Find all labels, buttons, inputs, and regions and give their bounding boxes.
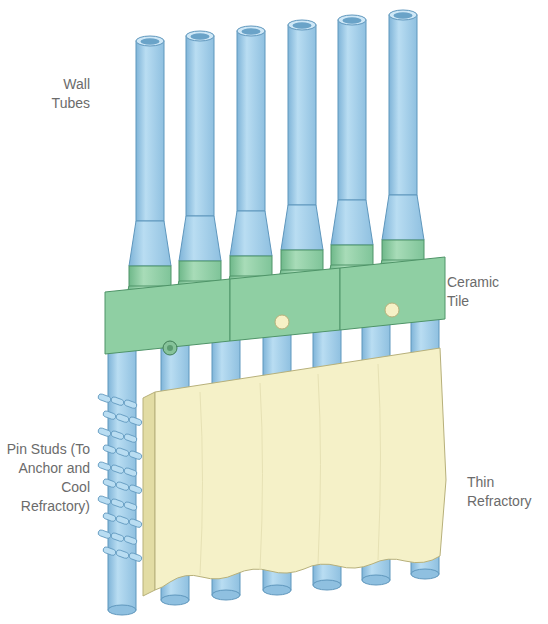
refractory-edge bbox=[143, 392, 155, 596]
pin-stud bbox=[123, 501, 137, 511]
tile-bolt bbox=[163, 341, 177, 355]
pin-stud bbox=[115, 447, 129, 457]
pin-stud bbox=[123, 535, 137, 545]
pin-stud bbox=[102, 410, 116, 420]
part-label: Wall Tubes bbox=[40, 75, 90, 113]
part-label: Pin Studs (To Anchor and Cool Refractory… bbox=[6, 440, 90, 516]
pin-stud bbox=[110, 396, 124, 406]
ceramic-tile bbox=[340, 257, 445, 330]
pin-stud bbox=[102, 478, 116, 488]
pin-stud bbox=[97, 461, 111, 471]
part-label: Ceramic Tile bbox=[447, 273, 507, 311]
pin-studs bbox=[97, 393, 142, 562]
pin-stud bbox=[97, 495, 111, 505]
pin-stud bbox=[123, 433, 137, 443]
pin-stud bbox=[102, 512, 116, 522]
ceramic-tile bbox=[105, 279, 230, 354]
part-label: Thin Refractory bbox=[467, 473, 537, 511]
tile-hole bbox=[275, 315, 289, 329]
tile-hole bbox=[385, 303, 399, 317]
pin-stud bbox=[115, 413, 129, 423]
pin-stud bbox=[97, 393, 111, 403]
pin-stud bbox=[97, 427, 111, 437]
pin-stud bbox=[128, 484, 142, 494]
pin-stud bbox=[110, 498, 124, 508]
thin-refractory bbox=[155, 348, 446, 590]
pin-stud bbox=[115, 549, 129, 559]
pin-stud bbox=[123, 467, 137, 477]
pin-stud bbox=[110, 430, 124, 440]
pin-stud bbox=[128, 518, 142, 528]
pin-stud bbox=[115, 515, 129, 525]
pin-stud bbox=[123, 399, 137, 409]
ceramic-tile bbox=[230, 268, 340, 341]
pin-stud bbox=[128, 552, 142, 562]
pin-stud bbox=[102, 444, 116, 454]
pin-stud bbox=[115, 481, 129, 491]
pin-stud bbox=[110, 532, 124, 542]
pin-stud bbox=[102, 546, 116, 556]
pin-stud bbox=[128, 416, 142, 426]
refractory-shading bbox=[200, 364, 381, 575]
pin-stud bbox=[110, 464, 124, 474]
pin-stud bbox=[128, 450, 142, 460]
tile-bolt bbox=[167, 345, 173, 351]
pin-stud bbox=[97, 529, 111, 539]
